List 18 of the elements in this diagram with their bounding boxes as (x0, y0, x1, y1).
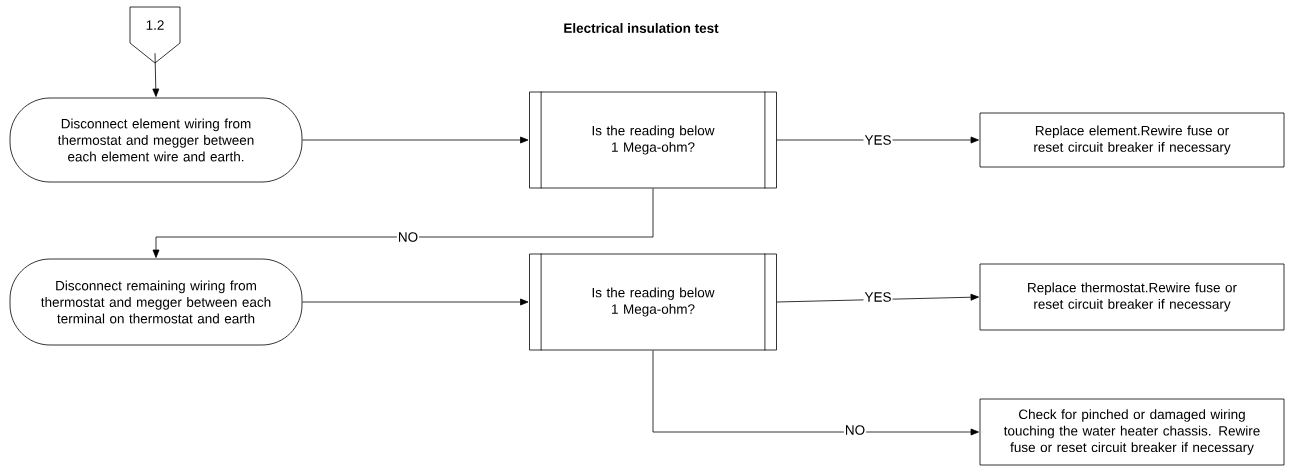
predefined-process-box: Is the reading below 1 Mega-ohm? (529, 253, 777, 351)
arrow (302, 136, 529, 144)
arrow (152, 188, 654, 258)
arrow (302, 298, 529, 306)
arrow (776, 293, 979, 303)
process-box: Check for pinched or damaged wiring touching the water heater chassis. Rewire fuse or reset circuit breaker if necessary (979, 398, 1285, 466)
edge-label: YES (863, 291, 893, 303)
arrow (152, 52, 160, 97)
predefined-process-box: Is the reading below 1 Mega-ohm? (529, 91, 777, 189)
process-box: Replace thermostat.Rewire fuse or reset circuit breaker if necessary (979, 263, 1285, 331)
arrow (652, 350, 979, 436)
process-box: Replace element.Rewire fuse or reset circuit breaker if necessary (979, 112, 1285, 168)
edge-label: YES (863, 134, 893, 146)
edge-label: NO (843, 424, 867, 436)
title: Electrical insulation test (564, 23, 719, 33)
edge-label: NO (396, 231, 420, 243)
arrow (776, 136, 979, 144)
off-page-connector: 1.2 (129, 6, 181, 64)
